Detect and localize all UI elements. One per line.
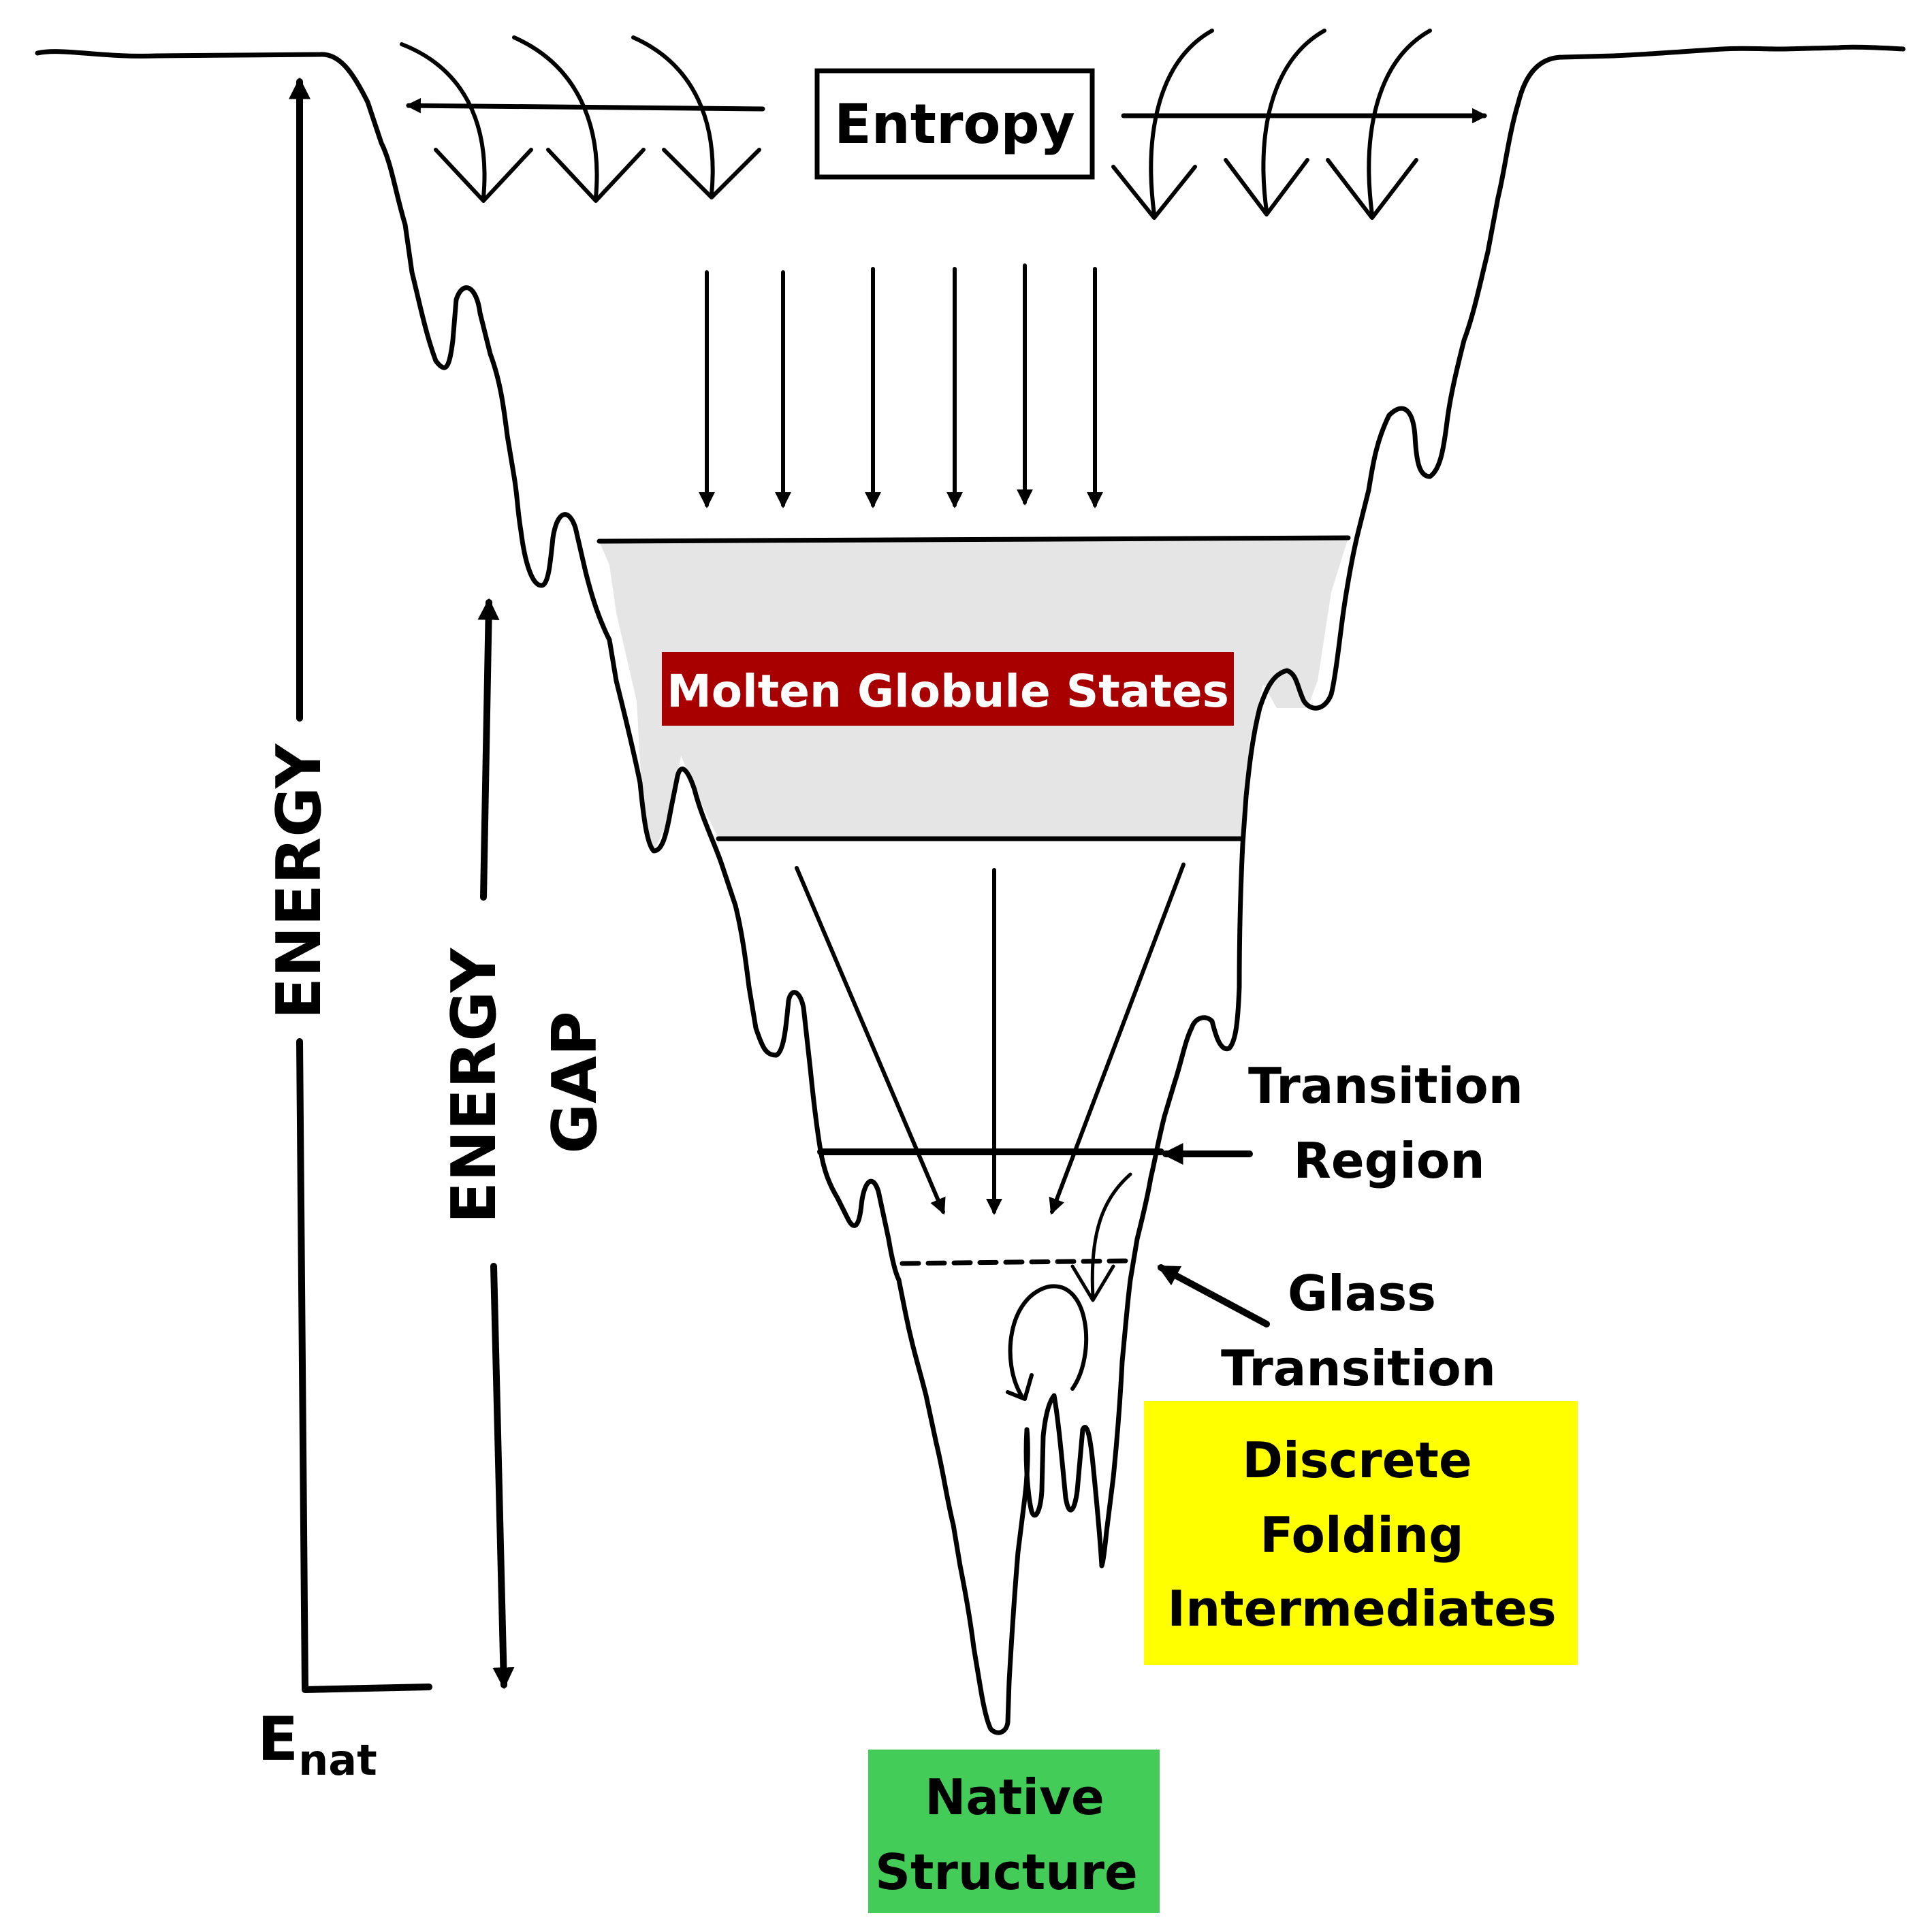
enat-label-sub: nat (298, 1735, 377, 1785)
entropy-curved-arrows-right (1111, 29, 1432, 220)
glass-pointer-arrow (1157, 1264, 1270, 1327)
enat-label-main: E (257, 1704, 298, 1774)
intermediates-label-line3: Intermediates (1167, 1580, 1557, 1637)
intermediate-loop-arrow (1008, 1284, 1089, 1398)
native-well (1023, 1393, 1104, 1568)
molten-globule-top-line (596, 535, 1351, 544)
energy-gap-label-line1: ENERGY (439, 947, 510, 1223)
molten-globule-label-bg (662, 652, 1234, 726)
enat-label: Enat (257, 1704, 377, 1785)
glass-curved-arrow-head (1070, 1264, 1115, 1302)
glass-transition-label-line2: Transition (1221, 1340, 1496, 1397)
entropy-box (814, 68, 1095, 180)
glass-transition-label-line1: Glass (1288, 1265, 1436, 1322)
glass-transition-line (900, 1258, 1133, 1266)
entropy-curved-arrows-left (400, 35, 761, 203)
energy-axis-label: ENERGY (264, 743, 335, 1019)
energy-gap-axis-lower (490, 1263, 515, 1690)
intermediates-label-line1: Discrete (1242, 1432, 1472, 1489)
native-structure-label-line1: Native (925, 1769, 1104, 1826)
native-structure-label-line2: Structure (875, 1844, 1138, 1901)
molten-globule-label: Molten Globule States (667, 665, 1229, 718)
funnel-right-wall (1099, 44, 1906, 1568)
energy-gap-label-line2: GAP (539, 1011, 611, 1154)
descent-arrows (699, 263, 1103, 509)
intermediates-box (1144, 1401, 1578, 1665)
intermediate-loop-arrowhead (1006, 1373, 1034, 1401)
energy-axis-lower (296, 1038, 432, 1693)
transition-region-label-line1: Transition (1248, 1057, 1523, 1114)
native-structure-box (868, 1750, 1160, 1913)
transition-region-label-line2: Region (1293, 1132, 1484, 1189)
glass-curved-arrow (1090, 1172, 1132, 1299)
energy-gap-axis-upper (477, 598, 500, 901)
entropy-label: Entropy (834, 93, 1075, 156)
convergence-arrows (795, 863, 1186, 1215)
funnel-left-wall (35, 49, 1030, 1735)
intermediates-label-line2: Folding (1260, 1507, 1463, 1564)
